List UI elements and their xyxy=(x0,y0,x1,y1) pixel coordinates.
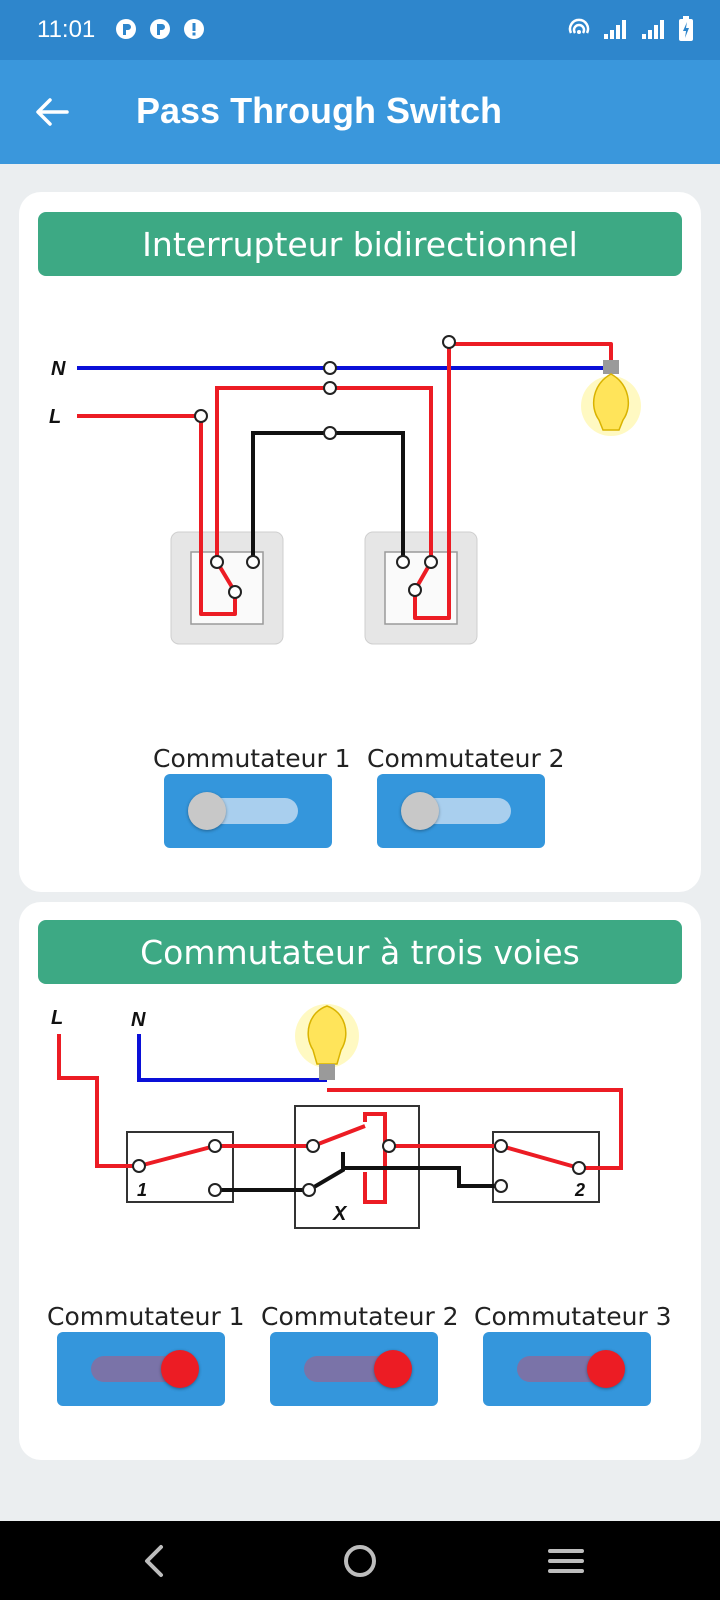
terminals xyxy=(132,1139,586,1197)
app-notification-icon xyxy=(116,19,136,39)
switch-label: Commutateur 2 xyxy=(261,1302,459,1331)
hotspot-icon xyxy=(568,18,590,34)
cross-link-red xyxy=(363,1112,387,1204)
alert-icon xyxy=(184,19,204,39)
cross-switch-label: X xyxy=(332,1203,348,1225)
arrow-left-icon xyxy=(36,98,69,126)
live-label: L xyxy=(49,406,61,428)
switch-number-label: 2 xyxy=(574,1180,585,1200)
status-system-icons xyxy=(568,16,694,42)
three-way-switch-card: Commutateur à trois voies L xyxy=(19,902,701,1460)
page-title: Pass Through Switch xyxy=(136,90,503,131)
lamp-return-wire xyxy=(413,342,613,620)
hamburger-icon xyxy=(548,1549,584,1573)
lamp-return-wire xyxy=(327,1088,623,1170)
chevron-left-icon xyxy=(145,1545,163,1577)
app-bar: Pass Through Switch xyxy=(0,60,720,164)
switch-number-label: 1 xyxy=(137,1180,147,1200)
switch-thumb[interactable] xyxy=(188,792,226,830)
switch-label: Commutateur 2 xyxy=(367,744,565,773)
light-bulb-icon xyxy=(295,1004,359,1080)
switch-label: Commutateur 3 xyxy=(474,1302,672,1331)
traveller-wire-black xyxy=(215,1152,345,1192)
neutral-wire xyxy=(137,1034,327,1082)
app-notification-icon xyxy=(150,19,170,39)
switch-2-toggle[interactable] xyxy=(377,774,545,848)
signal-icon xyxy=(642,20,664,39)
nav-back-button[interactable] xyxy=(130,1537,178,1585)
neutral-label: N xyxy=(51,358,66,380)
switch-1-toggle[interactable] xyxy=(164,774,332,848)
two-way-switch-card: Interrupteur bidirectionnel xyxy=(19,192,701,892)
switch-thumb[interactable] xyxy=(161,1350,199,1388)
traveller-wire-red xyxy=(138,1124,366,1168)
section-header: Interrupteur bidirectionnel xyxy=(38,212,682,276)
three-way-switch-diagram: L N 1 2 X xyxy=(51,1004,623,1229)
two-way-switch-diagram: N L xyxy=(49,335,641,645)
live-wire xyxy=(57,1034,139,1168)
switch-label: Commutateur 1 xyxy=(153,744,351,773)
battery-charging-icon xyxy=(679,16,693,41)
status-time: 11:01 xyxy=(37,16,96,43)
circle-home-icon xyxy=(344,1545,376,1577)
light-bulb-icon xyxy=(581,360,641,436)
traveller-wire-black-2 xyxy=(343,1166,501,1188)
switch-thumb[interactable] xyxy=(401,792,439,830)
switch-thumb[interactable] xyxy=(374,1350,412,1388)
back-button[interactable] xyxy=(28,88,76,136)
traveller-wire-red-2 xyxy=(389,1144,580,1170)
status-bar: 11:01 xyxy=(0,0,720,60)
switch-2-toggle[interactable] xyxy=(270,1332,438,1406)
switch-1-toggle[interactable] xyxy=(57,1332,225,1406)
switch-label: Commutateur 1 xyxy=(47,1302,245,1331)
status-notification-icons xyxy=(115,18,205,40)
section-header: Commutateur à trois voies xyxy=(38,920,682,984)
nav-home-button[interactable] xyxy=(336,1537,384,1585)
terminals xyxy=(194,335,456,599)
system-nav-bar xyxy=(0,1521,720,1600)
switch-plate-1 xyxy=(170,531,284,645)
signal-icon xyxy=(604,20,626,39)
live-label: L xyxy=(51,1007,63,1029)
switch-3-toggle[interactable] xyxy=(483,1332,651,1406)
neutral-label: N xyxy=(131,1009,146,1031)
nav-menu-button[interactable] xyxy=(542,1537,590,1585)
switch-thumb[interactable] xyxy=(587,1350,625,1388)
